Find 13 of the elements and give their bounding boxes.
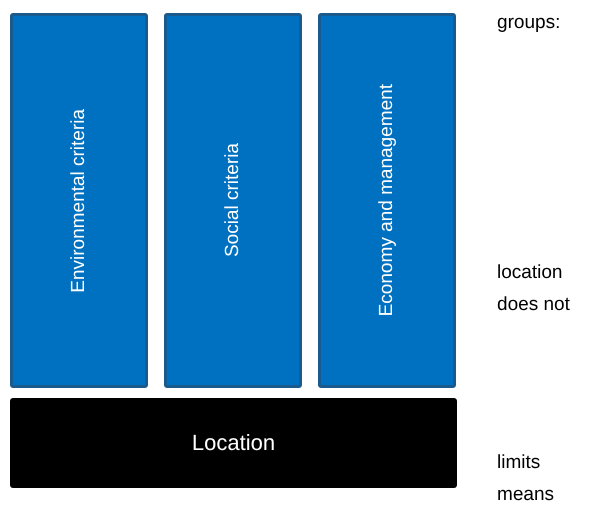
side-note-text: means — [497, 484, 554, 506]
column-label: Environmental criteria — [68, 108, 90, 292]
criteria-column — [318, 13, 456, 388]
side-note-text: limits — [497, 452, 540, 474]
side-note-text: does not — [497, 294, 570, 316]
criteria-column — [164, 13, 302, 388]
column-label: Social criteria — [222, 143, 244, 258]
criteria-column — [10, 13, 148, 388]
bar-label: Location — [192, 430, 276, 456]
location-bar — [10, 398, 457, 488]
column-label: Economy and management — [376, 84, 398, 317]
side-note-text: groups: — [497, 12, 560, 34]
side-note-text: location — [497, 262, 562, 284]
